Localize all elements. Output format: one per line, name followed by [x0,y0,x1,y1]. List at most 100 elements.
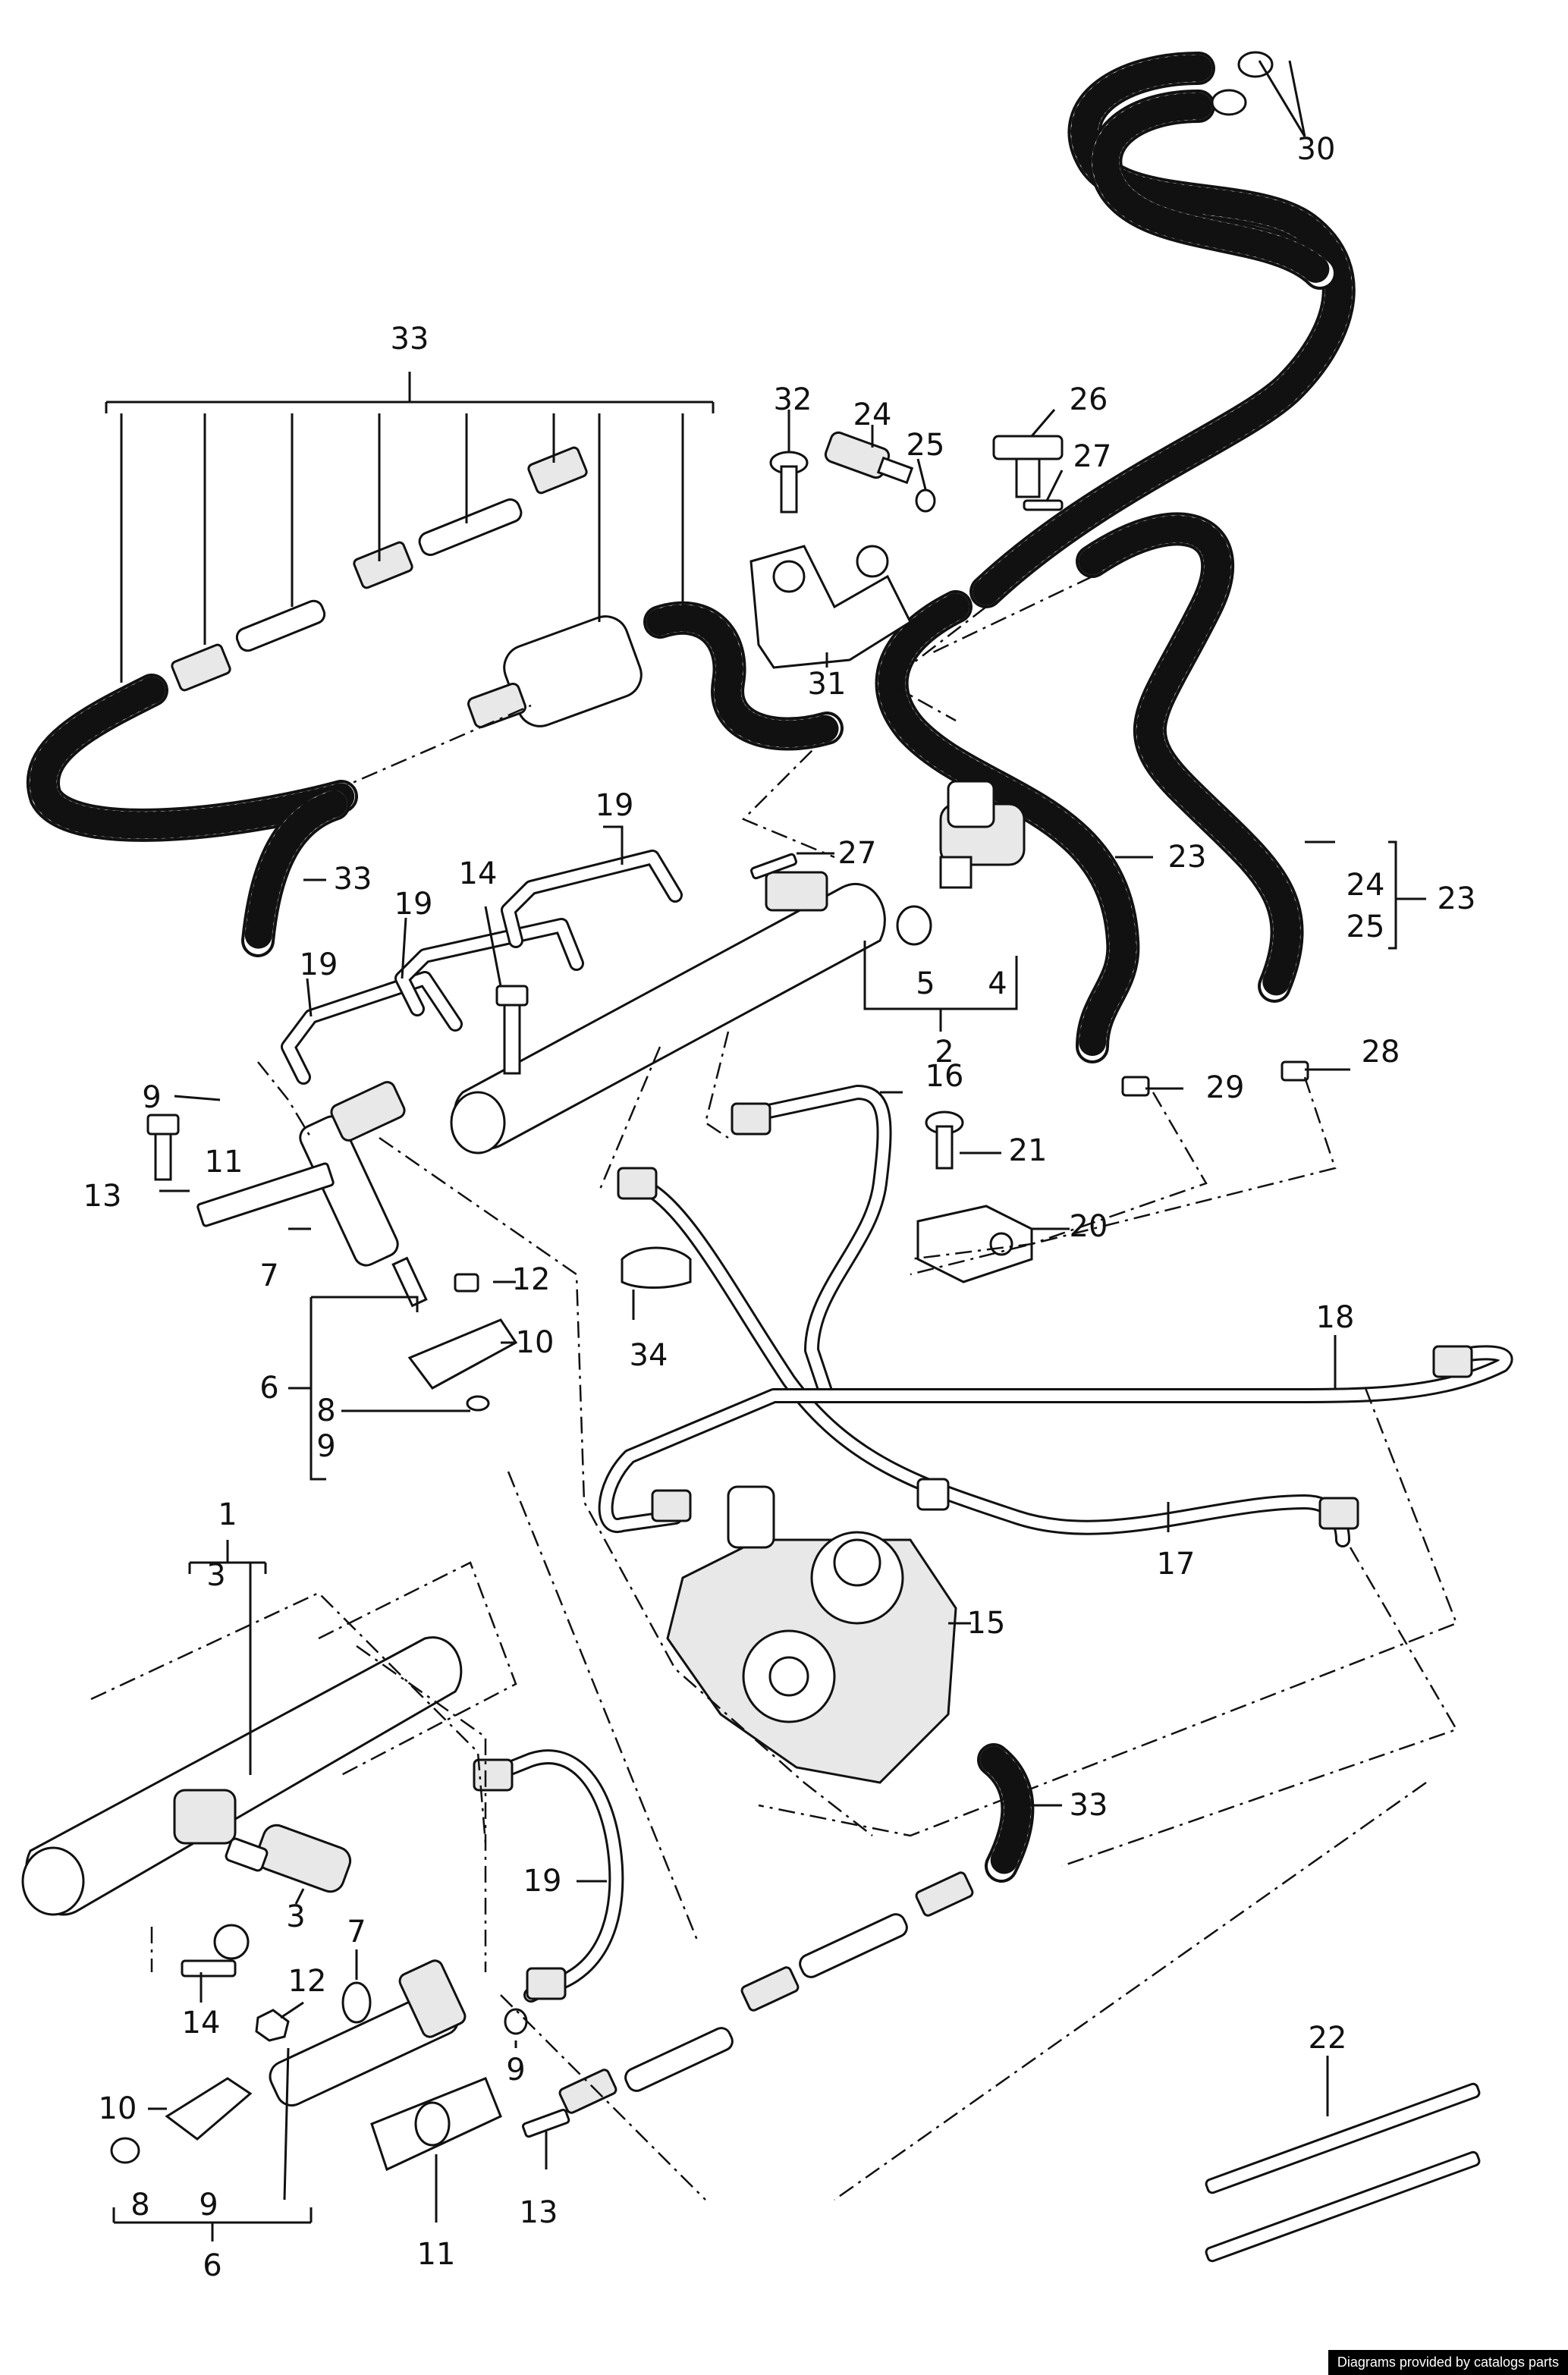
callout-16: 16 [925,1059,964,1094]
hose-33-mid [241,787,350,957]
callout-9: 9 [142,1080,161,1115]
callout-19: 19 [300,947,338,982]
fuel-rail-lower [21,1636,463,1916]
sensor-24 [824,431,914,485]
callout-11: 11 [205,1145,244,1180]
callout-22: 22 [1309,2021,1347,2056]
nut-12-upper [454,1273,479,1293]
callout-14: 14 [459,856,498,891]
callout-3: 3 [286,1899,305,1934]
clamp-plate-11-lower [370,2077,502,2172]
callout-33: 33 [391,322,429,357]
callout-1: 1 [218,1497,237,1532]
callout-4: 4 [988,966,1007,1001]
clip-29 [1121,1076,1150,1097]
callout-23: 23 [1168,840,1207,875]
callout-14: 14 [182,2006,221,2040]
bolt-14-upper [495,985,529,1075]
callout-27: 27 [838,836,877,871]
callout-19: 19 [394,887,433,922]
callout-33: 33 [334,862,372,897]
leader-lines [105,60,1426,2241]
callout-24: 24 [1346,868,1385,903]
callout-12: 12 [512,1262,551,1297]
callout-9: 9 [506,2053,525,2088]
callout-28: 28 [1362,1035,1400,1070]
callout-13: 13 [520,2195,558,2230]
washer-8-upper [466,1395,490,1412]
pipe-nuts [617,1102,1473,1530]
callout-10: 10 [99,2091,137,2126]
bolt-14-lower [181,1924,250,1978]
breather-line-lower [558,1743,1035,2114]
hose-to-filter-left [27,674,358,842]
return-hose-top-right [969,52,1356,608]
hose-filter-right [643,601,844,751]
callout-6: 6 [259,1371,278,1406]
callout-3: 3 [206,1558,225,1593]
injector-upper [299,1081,428,1308]
callout-5: 5 [916,966,935,1001]
bolt-26 [992,435,1064,498]
callout-20: 20 [1070,1209,1108,1244]
callout-13: 13 [83,1179,122,1214]
fuel-line-17 [630,1176,1350,1547]
callout-2: 2 [935,1035,954,1070]
callout-8: 8 [316,1393,335,1428]
washer-7-lower [341,1981,372,2024]
breather-line-parts [171,446,588,692]
seal-27-top [1023,499,1064,511]
callout-18: 18 [1316,1300,1355,1335]
callout-9: 9 [316,1429,335,1464]
callout-31: 31 [808,667,847,702]
washer-9-lower [504,2008,528,2035]
clamp-plate-11-upper [196,1162,335,1227]
bolt-13-upper [146,1114,180,1181]
fuel-line-18 [598,1345,1513,1533]
callout-7: 7 [259,1258,278,1293]
callout-7: 7 [347,1915,366,1949]
callout-30: 30 [1297,132,1336,167]
pressure-valve-4 [939,780,1026,889]
callout-11: 11 [417,2237,456,2272]
clip-28 [1280,1060,1309,1082]
washer-8-lower [110,2137,140,2164]
callout-19: 19 [523,1864,562,1899]
callout-8: 8 [130,2188,149,2223]
fuel-rail-upper [450,871,886,1155]
callout-32: 32 [774,382,812,417]
callout-34: 34 [630,1338,668,1373]
callout-21: 21 [1009,1133,1048,1168]
washer-25 [915,489,936,513]
hose-23-right [1076,512,1304,1003]
bolt-21 [925,1111,964,1170]
seal-plate-10-upper [407,1318,518,1390]
credit-badge: Diagrams provided by catalogs parts [1328,2350,1568,2375]
fuel-line-16 [743,1085,892,1403]
hose-clamps [1211,51,1274,116]
callout-24: 24 [853,397,892,432]
cable-ties [1205,2082,1481,2263]
bracket-20 [916,1205,1033,1283]
callout-23: 23 [1438,881,1476,916]
callout-26: 26 [1070,382,1108,417]
nut-12-lower [255,2009,290,2042]
callout-17: 17 [1157,1547,1196,1582]
seal-ring-5 [896,905,932,946]
callout-25: 25 [1346,909,1385,944]
callout-29: 29 [1206,1070,1245,1105]
callout-9: 9 [199,2188,218,2223]
hose-bracket [749,545,912,669]
callout-labels: 33 32 24 25 26 27 30 31 19 33 27 23 24 2… [83,132,1476,2283]
callout-27: 27 [1073,439,1112,474]
bolt-13-lower [522,2108,570,2138]
pressure-sensor-3 [225,1824,352,1893]
pipe-clip-34 [621,1246,692,1289]
bolt-32 [769,451,809,514]
return-hose-top-right-2 [1089,90,1337,290]
seal-plate-10-lower [165,2077,253,2141]
fuel-filter [467,615,643,729]
seal-27-mid [750,853,797,880]
callout-19: 19 [595,788,634,823]
